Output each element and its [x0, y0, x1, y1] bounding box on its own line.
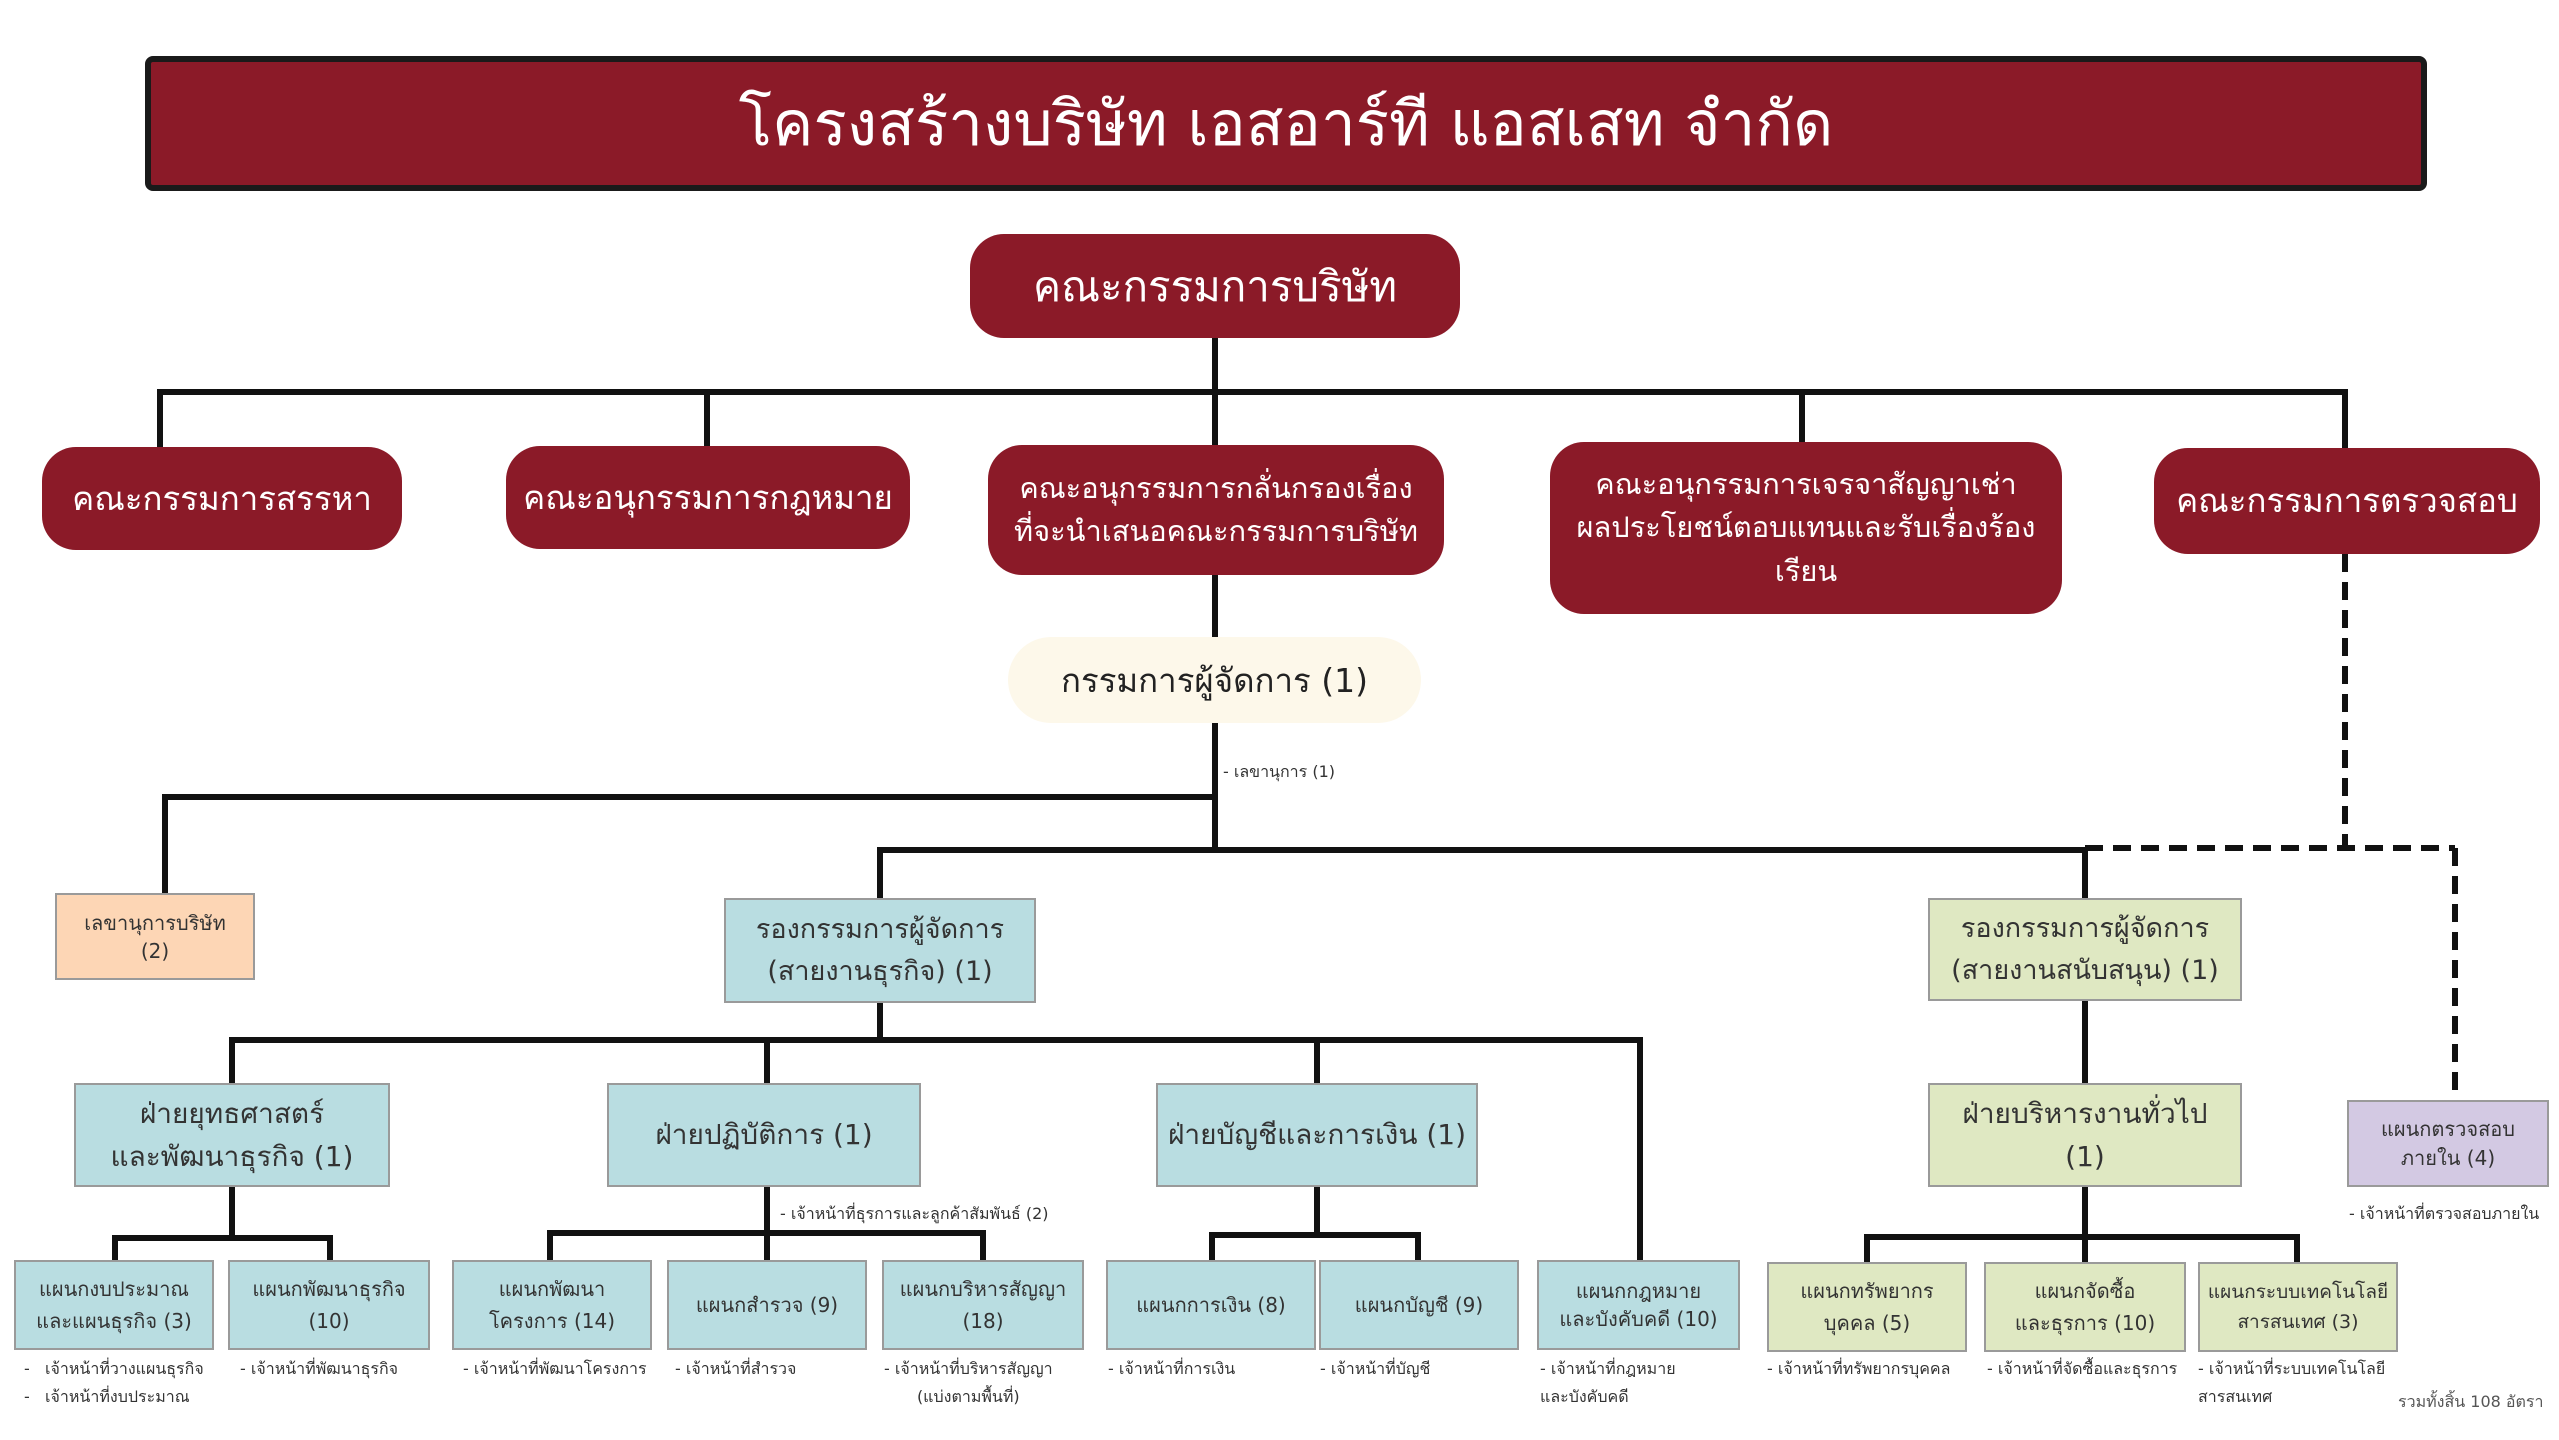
dept-procurement-admin: แผนกจัดซื้อ และธุรการ (10): [1984, 1262, 2186, 1352]
dept-business-dev: แผนกพัฒนาธุรกิจ (10): [228, 1260, 430, 1350]
note-procurement-admin: - เจ้าหน้าที่จัดซื้อและธุรการ: [1987, 1359, 2178, 1378]
note-project-dev: - เจ้าหน้าที่พัฒนาโครงการ: [463, 1359, 647, 1378]
note-information-technology: - เจ้าหน้าที่ระบบเทคโนโลยี สารสนเทศ: [2198, 1359, 2386, 1406]
operations-division-box: ฝ่ายปฏิบัติการ (1): [607, 1083, 921, 1187]
dept-human-resources: แผนกทรัพยากร บุคคล (5): [1767, 1262, 1967, 1352]
note-budget-plan: - เจ้าหน้าที่วางแผนธุรกิจ - เจ้าหน้าที่ง…: [24, 1359, 204, 1406]
general-admin-division-box: ฝ่ายบริหารงานทั่วไป (1): [1928, 1083, 2242, 1187]
note-contract-mgmt: - เจ้าหน้าที่บริหารสัญญา (แบ่งตามพื้นที่…: [884, 1359, 1053, 1406]
note-legal-enforcement: - เจ้าหน้าที่กฎหมาย และบังคับคดี: [1540, 1359, 1676, 1406]
strategy-division-box: ฝ่ายยุทธศาสตร์ และพัฒนาธุรกิจ (1): [74, 1083, 390, 1187]
total-headcount: รวมทั้งสิ้น 108 อัตรา: [2398, 1392, 2544, 1411]
dept-information-technology: แผนกระบบเทคโนโลยี สารสนเทศ (3): [2198, 1262, 2398, 1352]
note-human-resources: - เจ้าหน้าที่ทรัพยากรบุคคล: [1767, 1359, 1951, 1378]
dept-project-dev: แผนกพัฒนา โครงการ (14): [452, 1260, 652, 1350]
dept-survey: แผนกสำรวจ (9): [667, 1260, 867, 1350]
note-finance: - เจ้าหน้าที่การเงิน: [1108, 1359, 1236, 1378]
note-business-dev: - เจ้าหน้าที่พัฒนาธุรกิจ: [240, 1359, 399, 1378]
nomination-committee-box: คณะกรรมการสรรหา: [42, 447, 402, 550]
note-survey: - เจ้าหน้าที่สำรวจ: [675, 1359, 797, 1378]
deputy-md-support-box: รองกรรมการผู้จัดการ (สายงานสนับสนุน) (1): [1928, 898, 2242, 1001]
board-of-directors-box: คณะกรรมการบริษัท: [970, 234, 1460, 338]
dept-contract-mgmt: แผนกบริหารสัญญา (18): [882, 1260, 1084, 1350]
dept-budget-plan: แผนกงบประมาณ และแผนธุรกิจ (3): [14, 1260, 214, 1350]
lease-negotiation-subcommittee-box: คณะอนุกรรมการเจรจาสัญญาเช่า ผลประโยชน์ตอ…: [1550, 442, 2062, 614]
dept-finance: แผนกการเงิน (8): [1106, 1260, 1316, 1350]
note-accounting: - เจ้าหน้าที่บัญชี: [1320, 1359, 1431, 1378]
screening-subcommittee-box: คณะอนุกรรมการกลั่นกรองเรื่อง ที่จะนำเสนอ…: [988, 445, 1444, 575]
managing-director-box: กรรมการผู้จัดการ (1): [1008, 637, 1421, 723]
dept-legal-enforcement: แผนกกฎหมาย และบังคับคดี (10): [1537, 1260, 1740, 1350]
page-title: โครงสร้างบริษัท เอสอาร์ที แอสเสท จำกัด: [145, 56, 2427, 191]
deputy-md-business-box: รองกรรมการผู้จัดการ (สายงานธุรกิจ) (1): [724, 898, 1036, 1003]
audit-committee-box: คณะกรรมการตรวจสอบ: [2154, 448, 2540, 554]
operations-staff-note: - เจ้าหน้าที่ธุรการและลูกค้าสัมพันธ์ (2): [780, 1204, 1049, 1223]
company-secretary-box: เลขานุการบริษัท (2): [55, 893, 255, 980]
finance-division-box: ฝ่ายบัญชีและการเงิน (1): [1156, 1083, 1478, 1187]
dept-accounting: แผนกบัญชี (9): [1319, 1260, 1519, 1350]
internal-audit-note: - เจ้าหน้าที่ตรวจสอบภายใน: [2349, 1204, 2540, 1223]
legal-subcommittee-box: คณะอนุกรรมการกฎหมาย: [506, 446, 910, 549]
md-secretary-note: - เลขานุการ (1): [1223, 762, 1336, 781]
internal-audit-box: แผนกตรวจสอบ ภายใน (4): [2347, 1100, 2549, 1187]
